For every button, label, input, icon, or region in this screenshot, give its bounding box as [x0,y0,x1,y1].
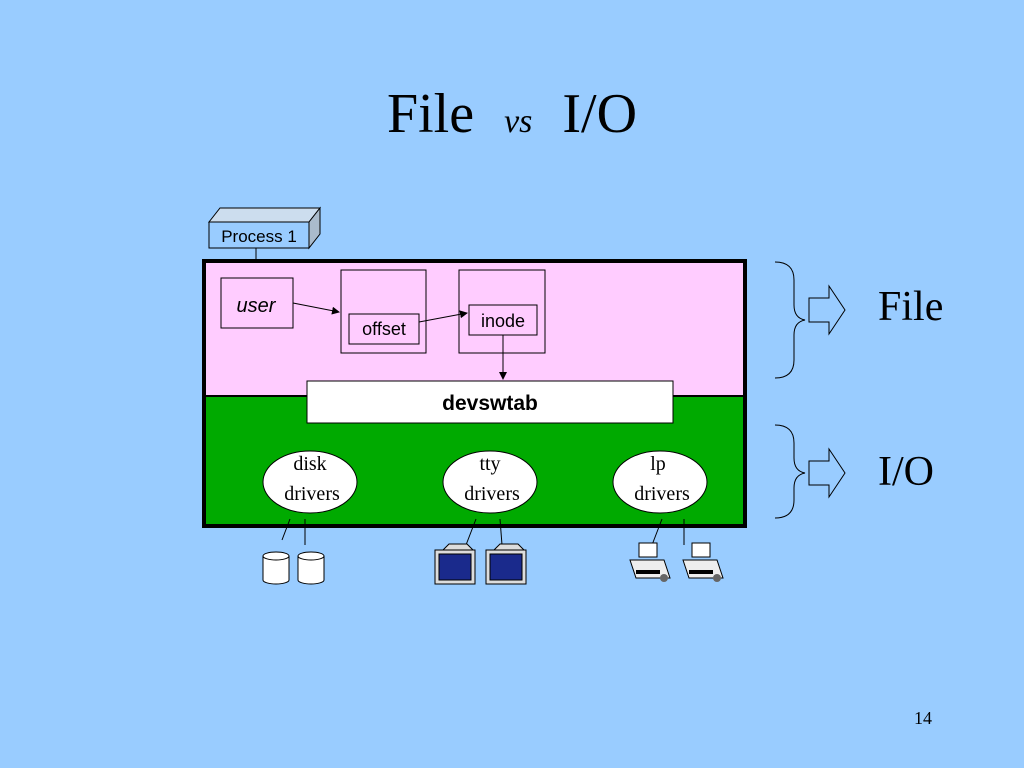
disk-driver-label-top: disk [293,453,326,475]
disk-line-1 [281,518,291,541]
offset-to-inode-arrow [418,310,468,323]
devswtab-box [306,380,674,424]
devswtab-label: devswtab [442,392,538,415]
tty-line-2 [499,518,503,546]
title-file: File [386,83,475,145]
lp-line-1 [651,518,663,546]
user-box [220,277,294,329]
inode-label: inode [481,311,525,331]
file-layer-brace [774,261,806,379]
process-box: Process 1 [207,206,322,250]
file-table-frame [340,269,427,354]
title-io: I/O [562,83,638,145]
printer-icon [629,542,671,582]
inode-box [468,304,538,336]
io-layer-brace [774,424,806,519]
io-layer-label: I/O [878,449,934,495]
tty-driver-label-top: tty [479,453,500,475]
title-vs: vs [504,103,533,140]
lp-driver-label-bottom: drivers [634,483,690,505]
kernel-border [202,259,747,528]
offset-box [348,313,420,345]
lp-driver-label-top: lp [650,453,666,475]
disk-driver-label-bottom: drivers [284,483,340,505]
file-arrow-icon [808,284,846,336]
lp-driver: lp drivers [612,450,708,514]
monitor-icon [485,543,527,585]
tty-driver-label-bottom: drivers [464,483,520,505]
disk-icon [262,551,290,585]
offset-label: offset [362,319,406,339]
tty-line-1 [465,518,477,546]
inode-table-frame [458,269,546,354]
file-layer-label: File [878,284,944,330]
disk-icon [297,551,325,585]
tty-driver: tty drivers [442,450,538,514]
printer-icon [682,542,724,582]
disk-driver: disk drivers [262,450,358,514]
monitor-icon [434,543,476,585]
user-to-offset-arrow [292,302,340,315]
page-number: 14 [914,708,932,728]
io-arrow-icon [808,447,846,499]
process-label: Process 1 [221,227,297,246]
user-label: user [237,295,277,317]
